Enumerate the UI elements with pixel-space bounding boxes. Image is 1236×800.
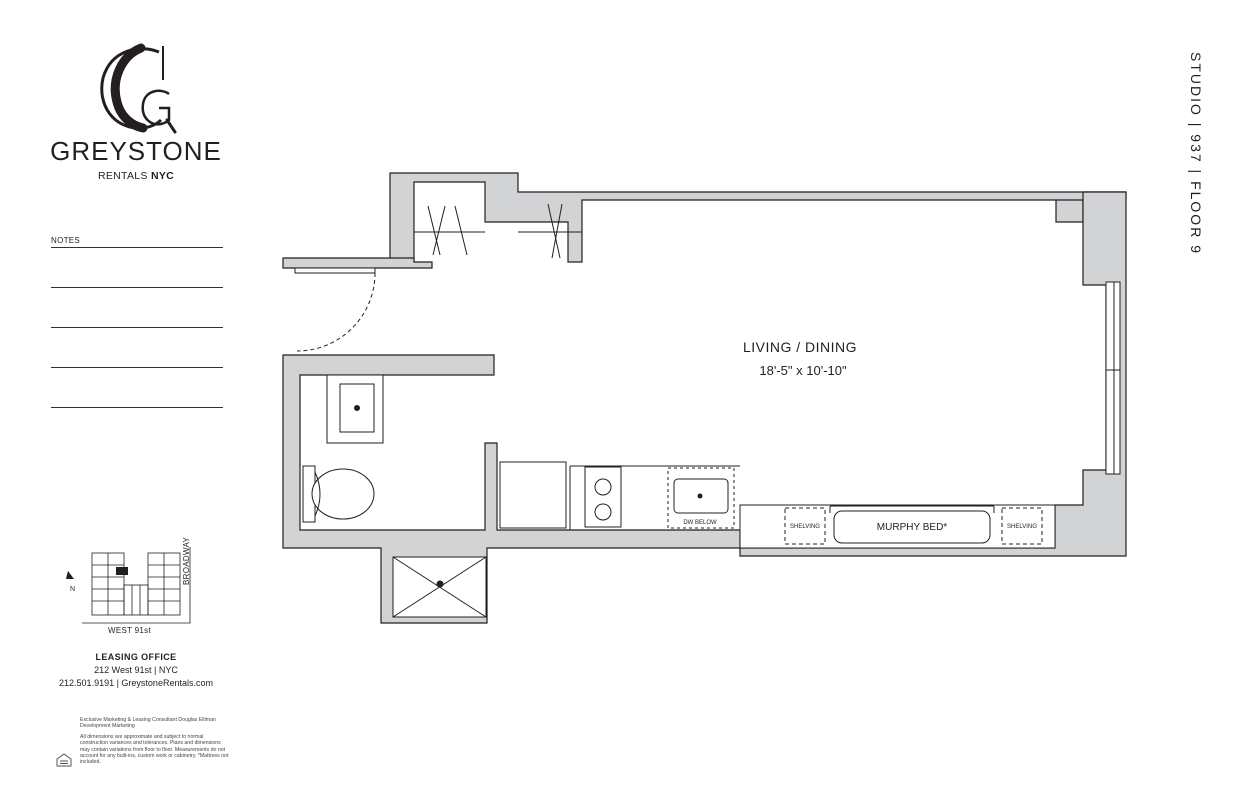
brand-logo: GREYSTONE RENTALS NYC bbox=[40, 42, 232, 182]
bath-fixtures bbox=[302, 374, 487, 618]
toilet-bowl bbox=[311, 468, 375, 520]
equal-housing-icon bbox=[56, 753, 72, 767]
leasing-contact[interactable]: 212.501.9191 | GreystoneRentals.com bbox=[59, 678, 213, 688]
brand-subtitle-bold: NYC bbox=[150, 170, 175, 182]
fridge bbox=[499, 461, 567, 529]
shelving-right-label: SHELVING bbox=[1007, 524, 1037, 530]
room-name: LIVING / DINING bbox=[743, 339, 857, 355]
consultant-note: Exclusive Marketing & Leasing Consultant… bbox=[80, 717, 216, 730]
brand-subtitle: RENTALS NYC bbox=[40, 170, 232, 182]
notes-label: NOTES bbox=[51, 236, 81, 245]
disclaimer: All dimensions are approximate and subje… bbox=[80, 733, 229, 766]
key-map: N bbox=[66, 547, 191, 624]
leasing-title: LEASING OFFICE bbox=[95, 652, 177, 662]
entry-door-swing bbox=[296, 272, 376, 352]
leasing-office: LEASING OFFICE 212 West 91st | NYC 212.5… bbox=[30, 652, 242, 688]
brand-subtitle-prefix: RENTALS bbox=[97, 170, 148, 182]
keymap-street-label: WEST 91st bbox=[108, 626, 152, 635]
shelving-left-label: SHELVING bbox=[790, 524, 820, 530]
fine-print: Exclusive Marketing & Leasing Consultant… bbox=[80, 717, 230, 770]
brand-name: GREYSTONE bbox=[50, 136, 222, 166]
dishwasher bbox=[667, 467, 735, 529]
north-label: N bbox=[70, 586, 75, 593]
dw-below-label: DW BELOW bbox=[683, 520, 717, 526]
north-arrow-icon bbox=[66, 571, 74, 579]
shelving bbox=[784, 507, 1043, 545]
entry-door-panel bbox=[294, 267, 376, 274]
murphy-bed bbox=[833, 510, 991, 544]
room-dims: 18'-5" x 10'-10" bbox=[759, 363, 847, 378]
note-line[interactable] bbox=[51, 246, 223, 248]
window bbox=[1105, 281, 1121, 475]
greystone-g-logo-icon bbox=[100, 43, 177, 134]
unit-location-marker bbox=[116, 567, 128, 575]
note-line[interactable] bbox=[51, 248, 223, 288]
murphy-bed-label: MURPHY BED* bbox=[877, 522, 947, 533]
keymap-avenue-label: BROADWAY bbox=[182, 536, 191, 585]
wall-closet-left bbox=[389, 172, 1127, 263]
notes-section: NOTES bbox=[51, 236, 223, 408]
note-line[interactable] bbox=[51, 328, 223, 368]
closet-doors bbox=[414, 203, 582, 259]
note-line[interactable] bbox=[51, 288, 223, 328]
leasing-address: 212 West 91st | NYC bbox=[94, 665, 178, 675]
wall-entry-top bbox=[282, 257, 433, 269]
walls bbox=[282, 172, 1127, 624]
note-line[interactable] bbox=[51, 368, 223, 408]
kitchen bbox=[499, 461, 740, 530]
